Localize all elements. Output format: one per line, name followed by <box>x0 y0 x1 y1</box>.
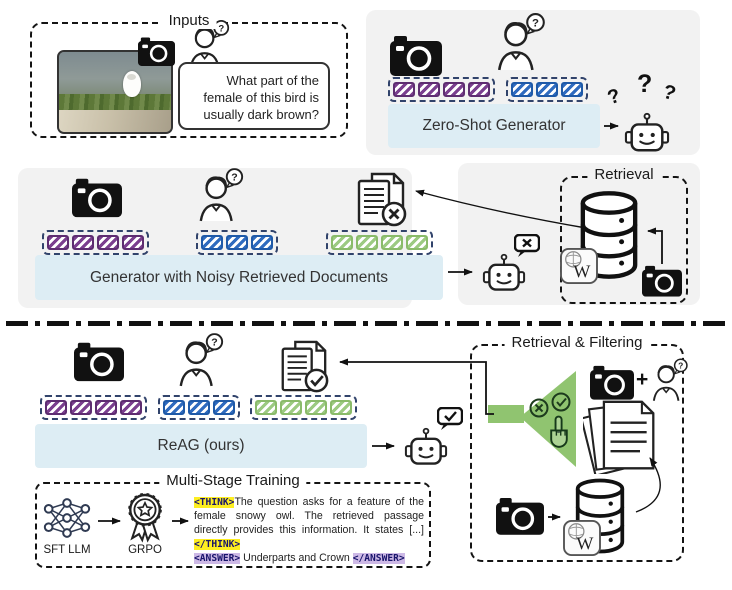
photo-log <box>59 109 171 132</box>
user-question-icon <box>494 13 548 71</box>
question-bubble: What part of the female of this bird is … <box>178 62 330 130</box>
token-green <box>381 235 403 250</box>
token-green <box>255 400 277 415</box>
token-purple <box>72 235 94 250</box>
image-token-group <box>42 230 149 255</box>
retrieval-label: Retrieval <box>587 166 661 183</box>
token-purple <box>70 400 92 415</box>
think-open-tag: <THINK> <box>194 497 235 508</box>
image-token-group <box>40 395 147 420</box>
question-token-group <box>158 395 240 420</box>
document-approved-icon <box>276 340 329 393</box>
user-question-icon <box>650 358 690 402</box>
token-green <box>331 235 353 250</box>
robot-icon <box>624 112 670 156</box>
token-blue <box>511 82 533 97</box>
wikipedia-icon <box>562 520 602 556</box>
noisy-generator-label: Generator with Noisy Retrieved Documents <box>89 268 389 286</box>
camera-icon <box>590 364 634 400</box>
camera-icon <box>138 36 175 66</box>
token-purple <box>45 400 67 415</box>
retrieval-filtering-label: Retrieval & Filtering <box>504 334 650 351</box>
answer-body-text: Underparts and Crown <box>240 551 353 564</box>
token-green <box>356 235 378 250</box>
robot-icon <box>404 427 448 469</box>
token-green <box>280 400 302 415</box>
token-purple <box>122 235 144 250</box>
training-output-text: <THINK>The question asks for a feature o… <box>194 496 424 566</box>
token-purple <box>393 82 415 97</box>
token-blue <box>201 235 223 250</box>
plus-sign: + <box>636 368 649 391</box>
token-blue <box>536 82 558 97</box>
question-token-group <box>196 230 278 255</box>
token-blue <box>213 400 235 415</box>
think-body-text: The question asks for a feature of the f… <box>194 496 424 536</box>
retrieval-filtering-box: Retrieval & Filtering <box>470 334 684 562</box>
think-close-tag: </THINK> <box>194 538 241 550</box>
multi-stage-training-box: Multi-Stage Training <box>35 472 431 568</box>
snowy-owl <box>122 71 141 98</box>
zero-shot-generator-label: Zero-Shot Generator <box>422 117 566 134</box>
inputs-box: Inputs <box>30 12 348 138</box>
token-green <box>305 400 327 415</box>
zero-shot-generator-bar: Zero-Shot Generator <box>388 104 600 148</box>
answer-open-tag: <ANSWER> <box>194 552 241 564</box>
retrieval-box: Retrieval <box>560 166 688 304</box>
token-purple <box>47 235 69 250</box>
document-rejected-icon <box>352 172 407 227</box>
document-token-group <box>250 395 357 420</box>
robot-icon <box>482 253 526 295</box>
image-token-group <box>388 77 495 102</box>
sft-llm-label: SFT LLM <box>43 544 91 556</box>
token-blue <box>226 235 248 250</box>
camera-icon <box>642 264 682 297</box>
multi-stage-training-label: Multi-Stage Training <box>159 472 307 489</box>
reag-label: ReAG (ours) <box>157 437 245 454</box>
token-green <box>406 235 428 250</box>
token-purple <box>97 235 119 250</box>
camera-icon <box>390 34 442 76</box>
grpo-label: GRPO <box>128 544 162 556</box>
user-question-icon <box>196 168 246 222</box>
token-green <box>330 400 352 415</box>
camera-icon <box>72 176 122 218</box>
grpo-medal-icon <box>122 492 168 544</box>
wikipedia-icon <box>560 248 598 284</box>
token-purple <box>120 400 142 415</box>
inputs-label: Inputs <box>161 12 217 29</box>
neural-network-icon <box>42 496 92 540</box>
question-text: What part of the female of this bird is … <box>203 73 319 122</box>
hand-pointing-icon <box>546 414 572 452</box>
wrong-answer-bubble-icon <box>514 234 540 258</box>
question-token-group <box>506 77 588 102</box>
camera-icon <box>496 496 544 535</box>
reag-bar: ReAG (ours) <box>35 424 367 468</box>
user-question-icon <box>176 333 226 387</box>
token-purple <box>468 82 490 97</box>
noisy-generator-bar: Generator with Noisy Retrieved Documents <box>35 255 443 300</box>
correct-answer-bubble-icon <box>436 407 464 431</box>
answer-close-tag: </ANSWER> <box>352 552 405 564</box>
token-purple <box>418 82 440 97</box>
token-blue <box>188 400 210 415</box>
token-blue <box>163 400 185 415</box>
camera-icon <box>74 340 124 382</box>
question-mark: ? <box>637 70 653 98</box>
token-purple <box>443 82 465 97</box>
token-blue <box>251 235 273 250</box>
document-token-group <box>326 230 433 255</box>
section-divider <box>6 321 726 326</box>
token-blue <box>561 82 583 97</box>
document-stack-icon <box>582 398 660 474</box>
photo-grass <box>59 93 171 115</box>
token-purple <box>95 400 117 415</box>
